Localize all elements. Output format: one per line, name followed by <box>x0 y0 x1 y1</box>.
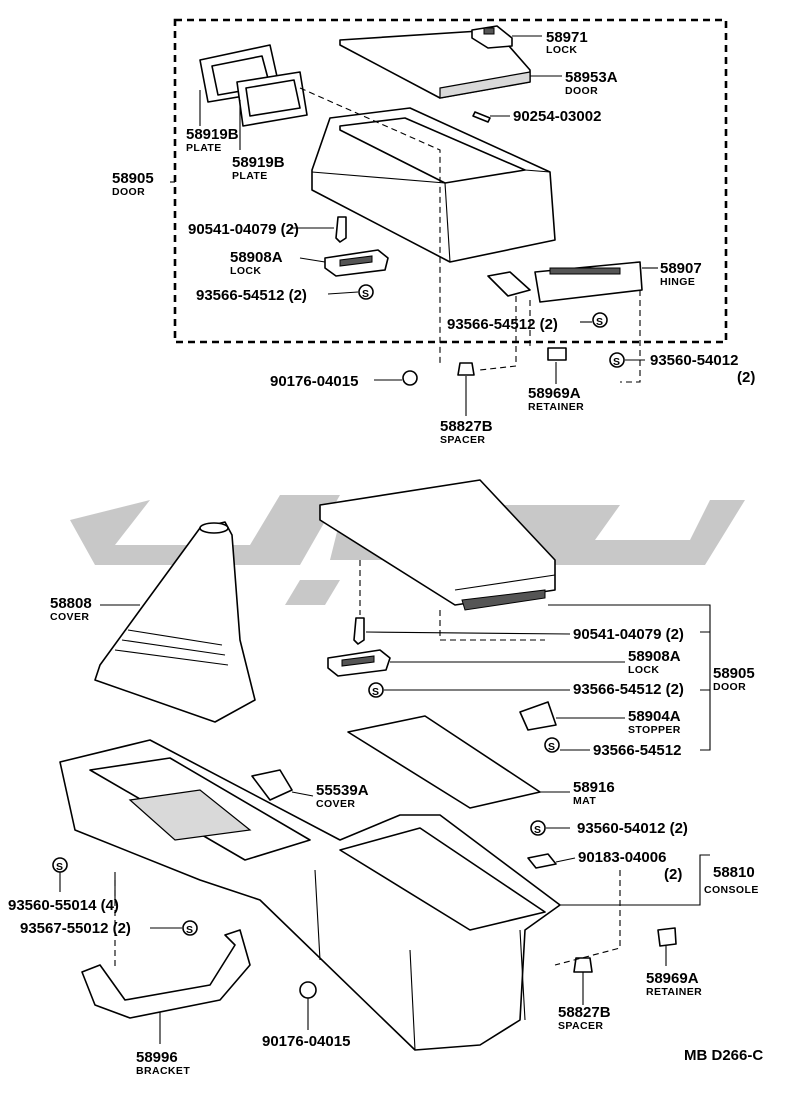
screw-e-part <box>353 617 365 645</box>
retainer-upper-name: RETAINER <box>528 401 584 413</box>
screw-g-number: 93566-54512 <box>593 742 681 759</box>
door-top-number: 58953A <box>565 69 618 86</box>
door-top-name: DOOR <box>565 85 598 97</box>
svg-text:S: S <box>56 861 63 873</box>
pin-part <box>472 111 491 123</box>
spacer-lower-part <box>573 957 593 973</box>
nut-number: 90183-04006 <box>578 849 666 866</box>
screw-a-part <box>335 216 347 243</box>
svg-text:S: S <box>596 316 603 328</box>
plate-b-number: 58919B <box>232 154 285 171</box>
screw-j-number: 93567-55012 (2) <box>20 920 131 937</box>
nut-qty: (2) <box>664 866 682 883</box>
screw-b-number: 93566-54512 (2) <box>196 287 307 304</box>
lock-mid-name: LOCK <box>230 265 261 277</box>
door-top-part <box>339 29 531 99</box>
console-number: 58810 <box>713 864 755 881</box>
retainer-lower-name: RETAINER <box>646 986 702 998</box>
screw-e-number: 90541-04079 (2) <box>573 626 684 643</box>
screw-a-number: 90541-04079 (2) <box>188 221 299 238</box>
door-assy-lower-number: 58905 <box>713 665 755 682</box>
lock-lower-part <box>327 649 391 677</box>
small-cover-name: COVER <box>316 798 355 810</box>
cover-boot-name: COVER <box>50 611 89 623</box>
nut-part <box>527 853 557 869</box>
spacer-lower-name: SPACER <box>558 1020 603 1032</box>
clip-lower-part <box>299 981 317 999</box>
diagram-code: MB D266-C <box>684 1047 763 1064</box>
spacer-upper-number: 58827B <box>440 418 493 435</box>
lock-top-number: 58971 <box>546 29 588 46</box>
door-assy-number: 58905 <box>112 170 154 187</box>
door-assy-lower-name: DOOR <box>713 681 746 693</box>
stopper-part <box>519 701 557 731</box>
pin-number: 90254-03002 <box>513 108 601 125</box>
lock-mid-part <box>324 249 389 277</box>
screw-f-number: 93566-54512 (2) <box>573 681 684 698</box>
svg-text:S: S <box>548 741 555 753</box>
plate-b-name: PLATE <box>232 170 268 182</box>
hinge-number: 58907 <box>660 260 702 277</box>
door-box-part <box>311 107 556 263</box>
screw-c-number: 93566-54512 (2) <box>447 316 558 333</box>
mat-number: 58916 <box>573 779 615 796</box>
plate-a-name: PLATE <box>186 142 222 154</box>
leaders-lower <box>59 560 711 1044</box>
console-lid-part <box>319 479 556 611</box>
svg-text:S: S <box>534 824 541 836</box>
screw-i-number: 93560-55014 (4) <box>8 897 119 914</box>
console-name: CONSOLE <box>704 884 759 896</box>
door-assembly-frame <box>173 18 728 344</box>
shift-boot-part <box>94 521 256 723</box>
svg-text:S: S <box>186 924 193 936</box>
spacer-upper-name: SPACER <box>440 434 485 446</box>
clip-lower-number: 90176-04015 <box>262 1033 350 1050</box>
plate-a-number: 58919B <box>186 126 239 143</box>
lock-lower-name: LOCK <box>628 664 659 676</box>
screw-h-number: 93560-54012 (2) <box>577 820 688 837</box>
plate-b-part <box>236 71 308 127</box>
s-symbols-upper: S S S <box>358 284 625 368</box>
svg-text:S: S <box>613 356 620 368</box>
mat-name: MAT <box>573 795 596 807</box>
retainer-lower-part <box>657 927 677 947</box>
leaders-upper <box>170 35 658 416</box>
retainer-upper-part <box>547 347 567 361</box>
svg-text:S: S <box>372 686 379 698</box>
console-body-part <box>59 739 561 1051</box>
lock-mid-number: 58908A <box>230 249 283 266</box>
stopper-number: 58904A <box>628 708 681 725</box>
hinge-name: HINGE <box>660 276 695 288</box>
spacer-lower-number: 58827B <box>558 1004 611 1021</box>
hinge-part <box>487 261 643 303</box>
small-cover-part <box>251 769 293 801</box>
clip-upper-part <box>402 370 418 386</box>
cover-boot-number: 58808 <box>50 595 92 612</box>
bracket-part <box>81 929 251 1019</box>
lock-lower-number: 58908A <box>628 648 681 665</box>
small-cover-number: 55539A <box>316 782 369 799</box>
retainer-lower-number: 58969A <box>646 970 699 987</box>
clip-upper-number: 90176-04015 <box>270 373 358 390</box>
mat-part <box>347 715 541 809</box>
lock-top-name: LOCK <box>546 44 577 56</box>
bracket-name: BRACKET <box>136 1065 190 1077</box>
retainer-upper-number: 58969A <box>528 385 581 402</box>
screw-d-number: 93560-54012 <box>650 352 738 369</box>
screw-d-qty: (2) <box>737 369 755 386</box>
bracket-number: 58996 <box>136 1049 178 1066</box>
stopper-name: STOPPER <box>628 724 681 736</box>
svg-text:S: S <box>362 288 369 300</box>
door-assy-name: DOOR <box>112 186 145 198</box>
spacer-upper-part <box>457 362 475 376</box>
lock-top-part <box>471 25 513 49</box>
